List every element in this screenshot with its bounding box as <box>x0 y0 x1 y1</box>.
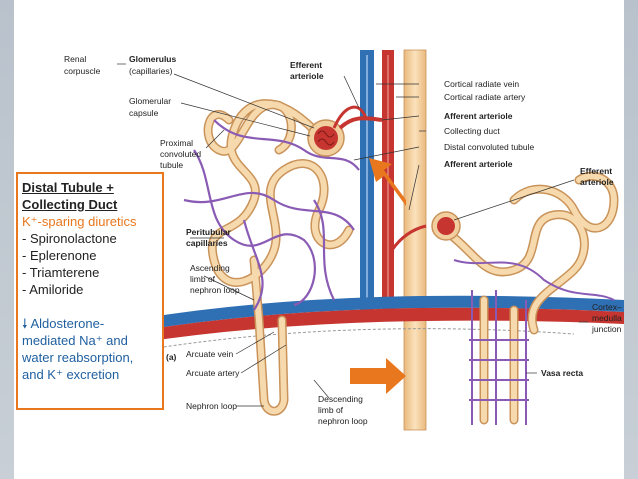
drug-item: - Eplerenone <box>22 248 97 263</box>
label-peritubular: Peritubular <box>186 227 232 237</box>
label-glomerulus: Glomerulus <box>129 54 177 64</box>
label-capillaries: (capillaries) <box>129 66 173 76</box>
drug-list: - Spironolactone - Eplerenone - Triamter… <box>22 230 158 298</box>
label-cortex: Cortex– <box>592 302 622 312</box>
label-tubule: tubule <box>160 160 183 170</box>
label-arcuate-artery: Arcuate artery <box>186 368 240 378</box>
label-distal-convoluted-tubule: Distal convoluted tubule <box>444 142 535 152</box>
info-box: Distal Tubule + Collecting Duct K⁺-spari… <box>16 172 164 410</box>
label-proximal: Proximal <box>160 138 193 148</box>
label-vasa-recta: Vasa recta <box>541 368 583 378</box>
label-descending: Descending <box>318 394 363 404</box>
label-peritubular-capillaries: capillaries <box>186 238 228 248</box>
label-collecting-duct: Collecting duct <box>444 126 500 136</box>
arcuate-artery <box>144 307 624 342</box>
label-capsule: capsule <box>129 108 159 118</box>
down-arrow-icon: 🠗 <box>22 316 28 331</box>
label-limb-of-2: limb of <box>318 405 344 415</box>
effect-line2: mediated Na⁺ and <box>22 333 128 348</box>
label-nephron-loop-a: nephron loop <box>190 285 240 295</box>
label-renal: Renal <box>64 54 86 64</box>
label-cortical-radiate-vein: Cortical radiate vein <box>444 79 519 89</box>
arcuate-vein <box>144 295 624 330</box>
drug-item: - Spironolactone <box>22 231 117 246</box>
efferent-arteriole-left <box>332 105 368 129</box>
nephron-diagram: Renal corpuscle Glomerulus (capillaries)… <box>64 49 624 431</box>
label-ascending: Ascending <box>190 263 230 273</box>
label-arteriole-top: arteriole <box>290 71 324 81</box>
vasa-recta <box>453 259 615 425</box>
label-limb-of: limb of <box>190 274 216 284</box>
label-arteriole-right: arteriole <box>580 177 614 187</box>
slide: Renal corpuscle Glomerulus (capillaries)… <box>14 0 624 479</box>
drug-item: - Amiloride <box>22 282 84 297</box>
effect-line4: and K⁺ excretion <box>22 367 120 382</box>
label-glomerular: Glomerular <box>129 96 171 106</box>
info-title-line1: Distal Tubule + <box>22 180 114 195</box>
info-subtitle: K⁺-sparing diuretics <box>22 214 137 229</box>
cortex-medulla-line <box>143 328 575 351</box>
label-convoluted: convoluted <box>160 149 201 159</box>
orange-arrow-lower <box>350 358 406 394</box>
label-cortical-radiate-artery: Cortical radiate artery <box>444 92 526 102</box>
drug-item: - Triamterene <box>22 265 100 280</box>
afferent-arteriole-left <box>338 116 383 130</box>
label-arcuate-vein: Arcuate vein <box>186 349 234 359</box>
effect-line1: 🠗 Aldosterone- <box>22 316 105 331</box>
info-title-line2: Collecting Duct <box>22 197 118 212</box>
label-panel-letter: (a) <box>166 352 177 362</box>
label-afferent-arteriole-2: Afferent arteriole <box>444 159 513 169</box>
collecting-duct-shape <box>403 49 427 431</box>
leader-lines <box>117 63 588 407</box>
label-nephron-loop-b: nephron loop <box>318 416 368 426</box>
label-medulla: medulla <box>592 313 622 323</box>
label-corpuscle: corpuscle <box>64 66 101 76</box>
peritubular-capillaries <box>183 119 360 311</box>
label-efferent-right: Efferent <box>580 166 612 176</box>
orange-arrow-upper <box>369 158 406 206</box>
right-glomerulus <box>437 217 455 235</box>
glomerulus <box>314 126 338 150</box>
label-afferent-arteriole-1: Afferent arteriole <box>444 111 513 121</box>
label-efferent-top: Efferent <box>290 60 322 70</box>
effect-line3: water reabsorption, <box>22 350 134 365</box>
label-junction: junction <box>591 324 622 334</box>
label-nephron-loop: Nephron loop <box>186 401 237 411</box>
